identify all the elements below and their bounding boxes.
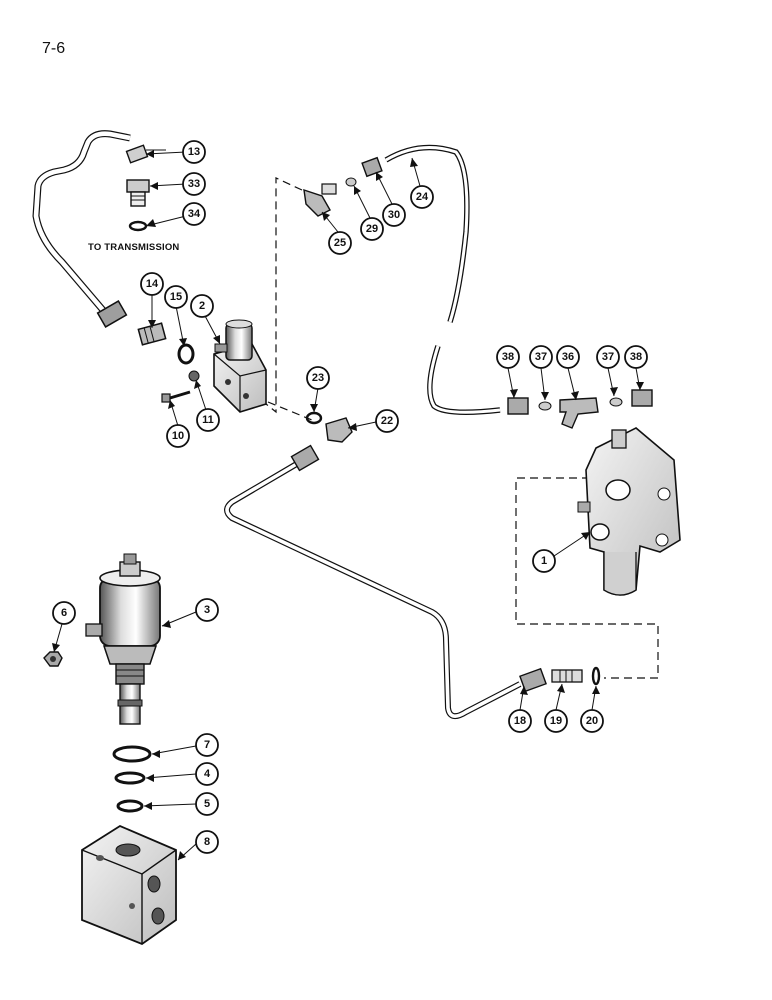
callout-24: 24 [416,191,429,203]
solenoid-3 [85,553,161,725]
o-ring-23 [305,411,323,425]
callout-8: 8 [204,836,210,848]
callout-37-right: 37 [602,351,614,363]
callout-3: 3 [204,604,210,616]
plug-11 [188,370,200,382]
tube-nut-lower [96,300,128,328]
insert-37-left [538,401,552,411]
callout-7: 7 [204,739,210,751]
nut-38-left [507,397,529,415]
nut-30 [361,156,383,178]
callout-2: 2 [199,300,205,312]
tube-nut-upper [125,144,166,164]
nut-38-right [631,389,653,407]
callout-33: 33 [188,178,200,190]
callout-18: 18 [514,715,526,727]
adapter-fitting-33 [126,179,150,207]
callout-37-left: 37 [535,351,547,363]
callout-4: 4 [204,768,211,780]
o-ring-34 [128,220,148,232]
callout-38-left: 38 [502,351,514,363]
o-ring-15 [177,343,195,365]
callout-22: 22 [381,415,393,427]
callout-circles [52,140,648,854]
callout-1: 1 [541,555,547,567]
callout-38-right: 38 [630,351,642,363]
elbow-22 [325,417,353,443]
callout-10: 10 [172,430,184,442]
valve-body-1 [577,427,681,596]
insert-37-right [609,397,623,407]
o-ring-4 [114,771,146,785]
valve-block-2 [213,319,267,413]
transmission-tube [32,130,131,319]
leader-lines [53,151,641,861]
tube-18 [224,459,522,720]
hose-24 [384,144,501,415]
callout-34: 34 [188,208,201,220]
dashed-lines [265,177,659,679]
tube-nut-18 [519,667,547,693]
page-number: 7-6 [42,40,66,57]
o-ring-5 [116,799,144,813]
callout-15: 15 [170,291,182,303]
bolt-10 [161,390,191,403]
callout-14: 14 [146,278,159,290]
leader-arrowheads [52,150,644,860]
o-ring-20 [591,666,601,686]
callout-25: 25 [334,237,346,249]
callout-23: 23 [312,372,324,384]
connector-14 [137,322,167,346]
callout-19: 19 [550,715,562,727]
callout-6: 6 [61,607,67,619]
callout-20: 20 [586,715,598,727]
elbow-25 [303,183,337,217]
tee-36 [559,397,599,429]
to-transmission-label: TO TRANSMISSION [88,242,180,253]
valve-block-8 [81,824,177,946]
o-ring-7 [112,745,152,763]
insert-29 [345,177,357,187]
callout-13: 13 [188,146,200,158]
connector-19 [551,669,583,683]
callout-30: 30 [388,209,400,221]
callout-11: 11 [202,414,214,426]
nut-6 [43,651,63,667]
tube-nut-18-top [290,444,320,472]
callout-5: 5 [204,798,210,810]
callout-29: 29 [366,223,378,235]
callout-36: 36 [562,351,574,363]
